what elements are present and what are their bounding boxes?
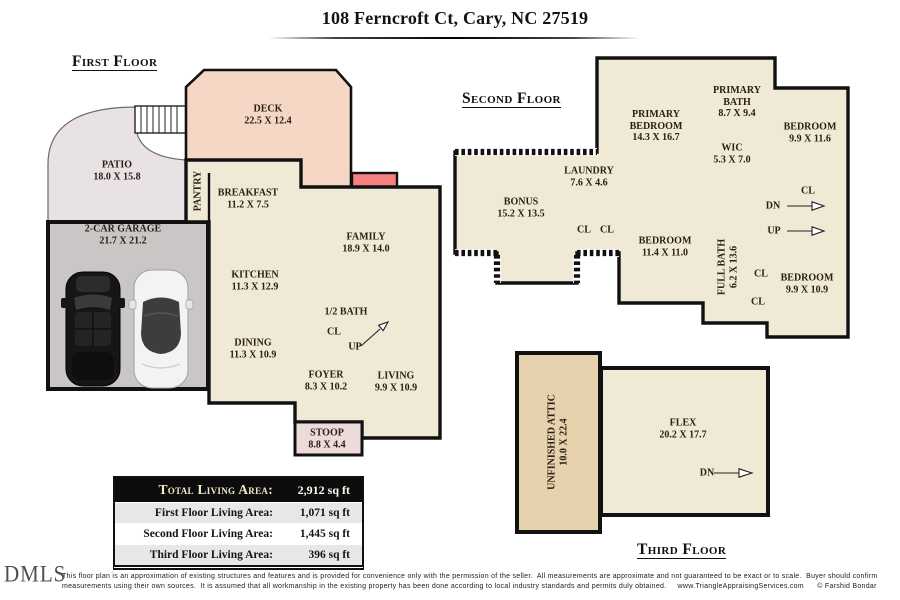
up-label-second-floor: UP	[767, 225, 781, 237]
second-floor-up-arrow	[787, 226, 826, 236]
stoop-shape	[293, 420, 364, 457]
first-floor-area-value: 1,071 sq ft	[299, 507, 350, 519]
third-floor-area-value: 396 sq ft	[308, 549, 350, 561]
room-label-pantry: PANTRY	[192, 170, 204, 212]
closet-label-bonus-right: CL	[600, 224, 614, 236]
closet-label-hall: CL	[801, 185, 815, 197]
third-floor-down-arrow	[714, 468, 754, 478]
disclaimer-line-2: measurements using their own sources. It…	[62, 583, 877, 590]
knee-wall-hatching	[455, 148, 619, 283]
closet-label-first-floor: CL	[327, 326, 341, 338]
third-floor-area-label: Third Floor Living Area:	[149, 549, 273, 561]
down-label-third-floor: DN	[699, 467, 715, 479]
page-title: 108 Ferncroft Ct, Cary, NC 27519	[321, 8, 589, 28]
deck-stairs	[134, 105, 187, 134]
closet-label-bedroom-se-lower: CL	[751, 296, 765, 308]
total-living-area-label: Total Living Area:	[158, 482, 273, 497]
room-label-half-bath: 1/2 BATH	[324, 306, 368, 318]
first-floor-heading: First Floor	[72, 53, 158, 71]
third-floor-heading: Third Floor	[637, 541, 727, 559]
first-floor-area-label: First Floor Living Area:	[154, 507, 273, 519]
car-white	[128, 269, 194, 389]
table-row-third-floor: Third Floor Living Area: 396 sq ft	[115, 544, 362, 565]
down-label-second-floor: DN	[765, 200, 781, 212]
closet-label-bonus-left: CL	[577, 224, 591, 236]
second-floor-area-value: 1,445 sq ft	[299, 528, 350, 540]
living-area-table: Total Living Area: 2,912 sq ft First Flo…	[113, 476, 364, 570]
flex-shape	[599, 366, 770, 517]
second-floor-area-label: Second Floor Living Area:	[143, 528, 273, 540]
table-row-first-floor: First Floor Living Area: 1,071 sq ft	[115, 502, 362, 523]
car-black	[61, 271, 125, 387]
table-row-total: Total Living Area: 2,912 sq ft	[115, 478, 362, 502]
second-floor-heading: Second Floor	[462, 90, 561, 108]
up-label-first-floor: UP	[348, 341, 362, 353]
mls-logo: DMLS	[4, 561, 67, 587]
table-row-second-floor: Second Floor Living Area: 1,445 sq ft	[115, 523, 362, 544]
title-divider	[268, 37, 640, 39]
stairs-up-arrow	[360, 321, 390, 347]
closet-label-bedroom-se-upper: CL	[754, 268, 768, 280]
total-living-area-value: 2,912 sq ft	[297, 482, 350, 497]
disclaimer-line-1: This floor plan is an approximation of e…	[62, 573, 878, 580]
second-floor-down-arrow	[787, 201, 826, 211]
